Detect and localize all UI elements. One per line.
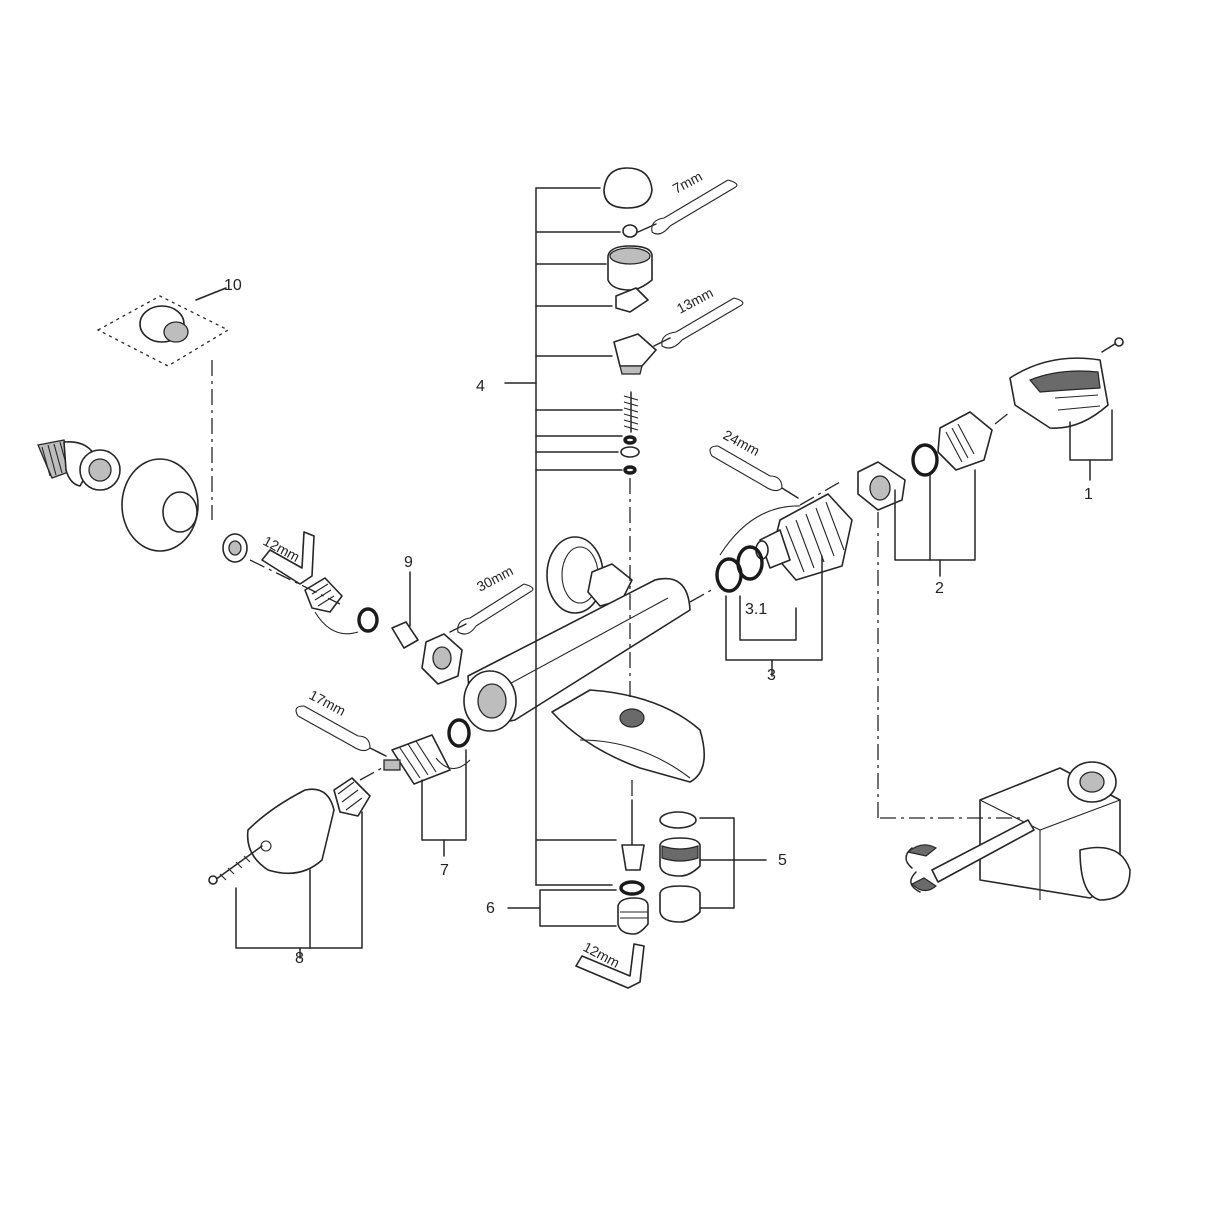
label-part-8: 8 — [295, 950, 304, 967]
label-wrench-30mm: 30mm — [474, 562, 516, 594]
label-part-3-1: 3.1 — [745, 601, 767, 618]
mixer-body — [463, 536, 706, 783]
inset-detail — [877, 512, 1131, 901]
label-part-3: 3 — [767, 667, 776, 684]
bottom-diverter — [617, 799, 701, 935]
left-wall-connector — [37, 439, 463, 685]
label-part-5: 5 — [778, 852, 787, 869]
label-part-6: 6 — [486, 900, 495, 917]
label-wrench-24mm: 24mm — [721, 427, 763, 459]
left-lower-assembly — [208, 718, 471, 885]
label-wrench-17mm: 17mm — [307, 687, 349, 719]
label-part-2: 2 — [935, 580, 944, 597]
center-stack — [603, 167, 657, 700]
label-part-7: 7 — [440, 862, 449, 879]
label-wrench-7mm: 7mm — [670, 168, 705, 197]
label-part-10: 10 — [224, 277, 242, 294]
tools — [261, 179, 799, 989]
label-part-1: 1 — [1084, 486, 1093, 503]
part-10-eccentric — [96, 295, 230, 520]
part-labels: 1 2 3 3.1 4 5 6 7 8 9 10 — [224, 277, 1093, 967]
label-part-9: 9 — [404, 554, 413, 571]
label-part-4: 4 — [476, 378, 485, 395]
leader-lines — [195, 187, 1113, 959]
right-assembly — [715, 337, 1124, 593]
